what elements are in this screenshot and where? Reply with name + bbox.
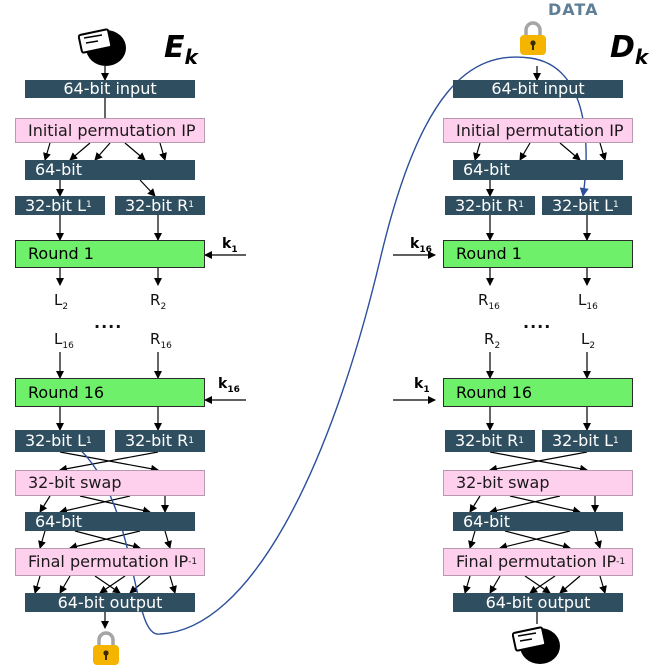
enc-output-box: 64-bit output <box>25 593 195 612</box>
dec-k1-label: k1 <box>414 376 430 395</box>
dec-ellipsis: .... <box>523 313 552 332</box>
hand-card-icon <box>77 22 130 72</box>
dec-l2-label: L2 <box>581 330 596 351</box>
enc-64bit-box-2: 64-bit <box>25 512 195 531</box>
dec-k16-label: k16 <box>410 236 432 255</box>
enc-r16-label: R16 <box>150 330 172 351</box>
dec-round16-box: Round 16 <box>443 378 633 407</box>
lock-icon <box>518 20 548 60</box>
enc-r2-label: R2 <box>150 291 167 312</box>
enc-round16-box: Round 16 <box>15 378 205 407</box>
dec-fp-box: Final permutation IP-1 <box>443 548 633 576</box>
dec-64bit-box: 64-bit <box>453 160 623 180</box>
enc-64bit-box: 64-bit <box>25 160 195 180</box>
enc-ellipsis: .... <box>94 313 123 332</box>
dec-r2-label: R2 <box>484 330 501 351</box>
encryption-title: Ek <box>164 30 198 69</box>
dec-output-box: 64-bit output <box>453 593 623 612</box>
dec-64bit-box-2: 64-bit <box>453 512 623 531</box>
dec-l16-label: L16 <box>578 291 598 312</box>
dec-swap-box: 32-bit swap <box>443 470 633 496</box>
dec-ip-box: Initial permutation IP <box>443 118 633 143</box>
lock-icon <box>91 630 121 670</box>
decryption-title: Dk <box>610 30 649 69</box>
enc-l2-label: L2 <box>54 291 69 312</box>
enc-swap-box: 32-bit swap <box>15 470 205 496</box>
dec-input-box: 64-bit input <box>453 80 623 98</box>
enc-k16-label: k16 <box>218 376 240 395</box>
enc-round1-box: Round 1 <box>15 240 205 268</box>
enc-ip-box: Initial permutation IP <box>15 118 205 143</box>
watermark-logo: DATA <box>548 0 599 19</box>
enc-k1-label: k1 <box>222 236 238 255</box>
hand-card-icon <box>511 620 564 670</box>
dec-r16-label: R16 <box>478 291 500 312</box>
enc-input-box: 64-bit input <box>25 80 195 98</box>
dec-round1-box: Round 1 <box>443 240 633 268</box>
enc-fp-box: Final permutation IP-1 <box>15 548 205 576</box>
enc-l16-label: L16 <box>54 330 74 351</box>
